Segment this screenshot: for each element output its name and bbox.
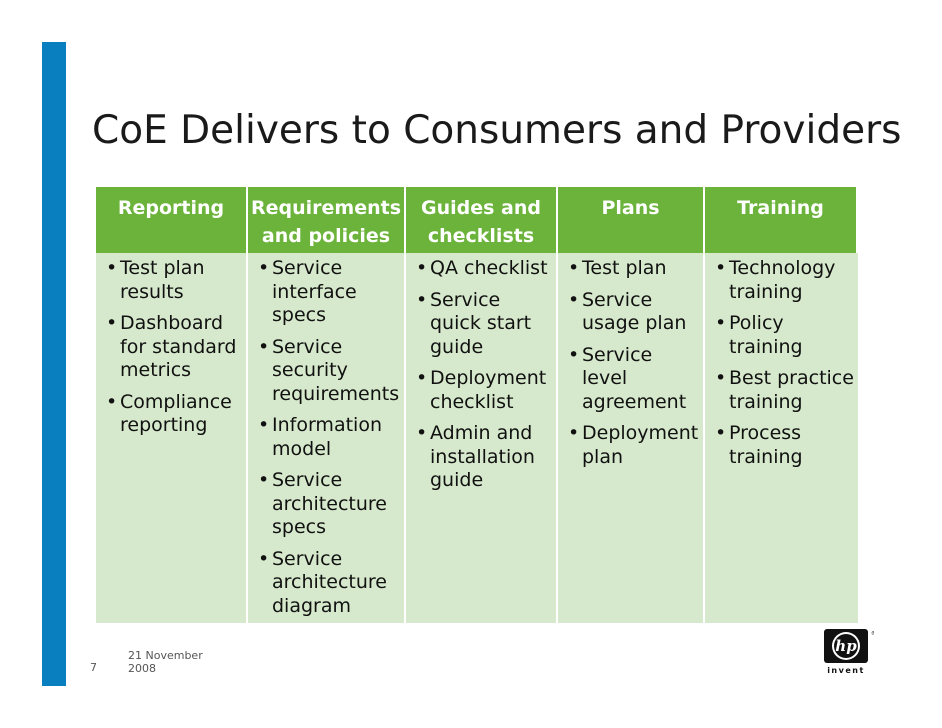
list-item: Policy training (715, 312, 854, 359)
column-requirements: Service interface specs Service security… (248, 253, 406, 623)
list-item: Technology training (715, 257, 854, 304)
svg-text:hp: hp (835, 637, 857, 655)
header-reporting-line1: Reporting (117, 197, 225, 219)
header-guides: Guides and checklists (406, 187, 558, 253)
hp-logo-icon: hp ® invent (822, 627, 876, 675)
header-reporting: Reporting (96, 187, 248, 253)
footer-date-line2: 2008 (128, 662, 156, 675)
header-guides-line1: Guides and (421, 197, 541, 219)
list-item: Service level agreement (568, 344, 699, 415)
header-requirements-line1: Requirements (250, 197, 401, 219)
list-item: QA checklist (416, 257, 552, 281)
column-plans: Test plan Service usage plan Service lev… (558, 253, 705, 623)
header-guides-line2: checklists (427, 225, 535, 247)
svg-text:invent: invent (827, 666, 865, 675)
list-item: Best practice training (715, 367, 854, 414)
header-training-line1: Training (737, 197, 824, 219)
deliverables-table: Reporting Requirements and policies Guid… (96, 187, 858, 623)
column-reporting: Test plan results Dashboard for standard… (96, 253, 248, 623)
column-training: Technology training Policy training Best… (705, 253, 858, 623)
list-item: Service security requirements (258, 336, 400, 407)
page-number: 7 (90, 661, 97, 674)
list-item: Process training (715, 422, 854, 469)
footer-date: 21 November 2008 (128, 649, 203, 675)
list-item: Deployment checklist (416, 367, 552, 414)
column-guides: QA checklist Service quick start guide D… (406, 253, 558, 623)
list-item: Information model (258, 414, 400, 461)
list-item: Test plan results (106, 257, 242, 304)
accent-bar (42, 42, 66, 686)
header-training: Training (705, 187, 858, 253)
svg-text:®: ® (871, 630, 874, 637)
list-item: Service architecture diagram (258, 548, 400, 619)
list-item: Deployment plan (568, 422, 699, 469)
list-item: Test plan (568, 257, 699, 281)
slide-title: CoE Delivers to Consumers and Providers (92, 108, 902, 153)
list-item: Service interface specs (258, 257, 400, 328)
list-item: Dashboard for standard metrics (106, 312, 242, 383)
list-item: Compliance reporting (106, 391, 242, 438)
header-plans-line1: Plans (601, 197, 660, 219)
header-requirements: Requirements and policies (248, 187, 406, 253)
header-requirements-line2: and policies (261, 225, 391, 247)
list-item: Service quick start guide (416, 289, 552, 360)
list-item: Service architecture specs (258, 469, 400, 540)
list-item: Service usage plan (568, 289, 699, 336)
list-item: Admin and installation guide (416, 422, 552, 493)
header-plans: Plans (558, 187, 705, 253)
footer-date-line1: 21 November (128, 649, 203, 662)
